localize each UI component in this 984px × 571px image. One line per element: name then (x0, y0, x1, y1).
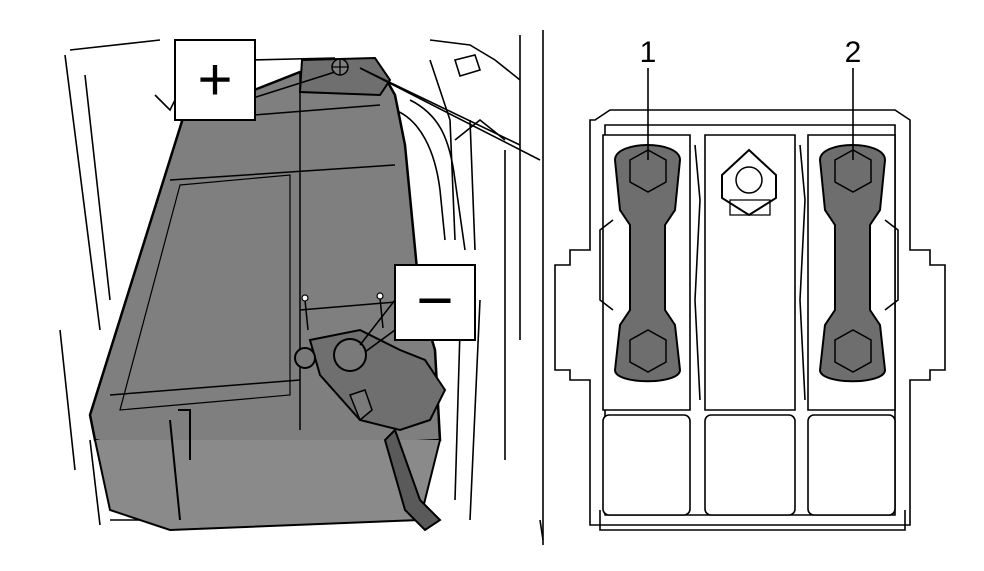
fuse-link-2: 2 (818, 36, 887, 383)
positive-callout-symbol: + (197, 46, 232, 113)
battery-base (94, 439, 441, 532)
battery (88, 56, 447, 532)
fuse-link-1-body (613, 144, 682, 383)
positive-callout-leader (252, 57, 541, 161)
fuse-link-2-label: 2 (845, 36, 862, 69)
fuse-pocket-left (602, 414, 691, 516)
fuse-link-2-bottom-nut (834, 329, 872, 373)
positive-callout: + (174, 39, 541, 161)
negative-cable (383, 428, 442, 532)
negative-callout-symbol: − (416, 264, 453, 336)
clamp-nut (294, 347, 316, 369)
fuse-pocket-right (807, 414, 896, 516)
negative-callout-box (394, 264, 476, 341)
negative-callout: − (359, 264, 476, 353)
chassis-outline (59, 35, 544, 541)
center-terminal-stud (735, 166, 763, 194)
battery-top-ridge (109, 72, 421, 430)
fuse-link-1-label: 1 (640, 36, 657, 69)
battery-top-panel (119, 174, 291, 411)
center-terminal (721, 148, 777, 217)
battery-panel (59, 30, 544, 545)
fuse-slot-center (704, 134, 796, 411)
cable-outline (394, 54, 482, 251)
fuse-link-1: 1 (613, 36, 682, 383)
positive-callout-box (174, 39, 256, 121)
positive-terminal-cap (298, 56, 392, 97)
fuse-pocket-center (704, 414, 796, 516)
negative-terminal-post (333, 338, 367, 372)
fuse-link-2-body (818, 144, 887, 383)
negative-callout-leader (359, 299, 396, 353)
clamp-bolt (349, 389, 373, 422)
fuse-link-1-bottom-nut (629, 329, 667, 373)
hold-down-rod (169, 409, 191, 521)
